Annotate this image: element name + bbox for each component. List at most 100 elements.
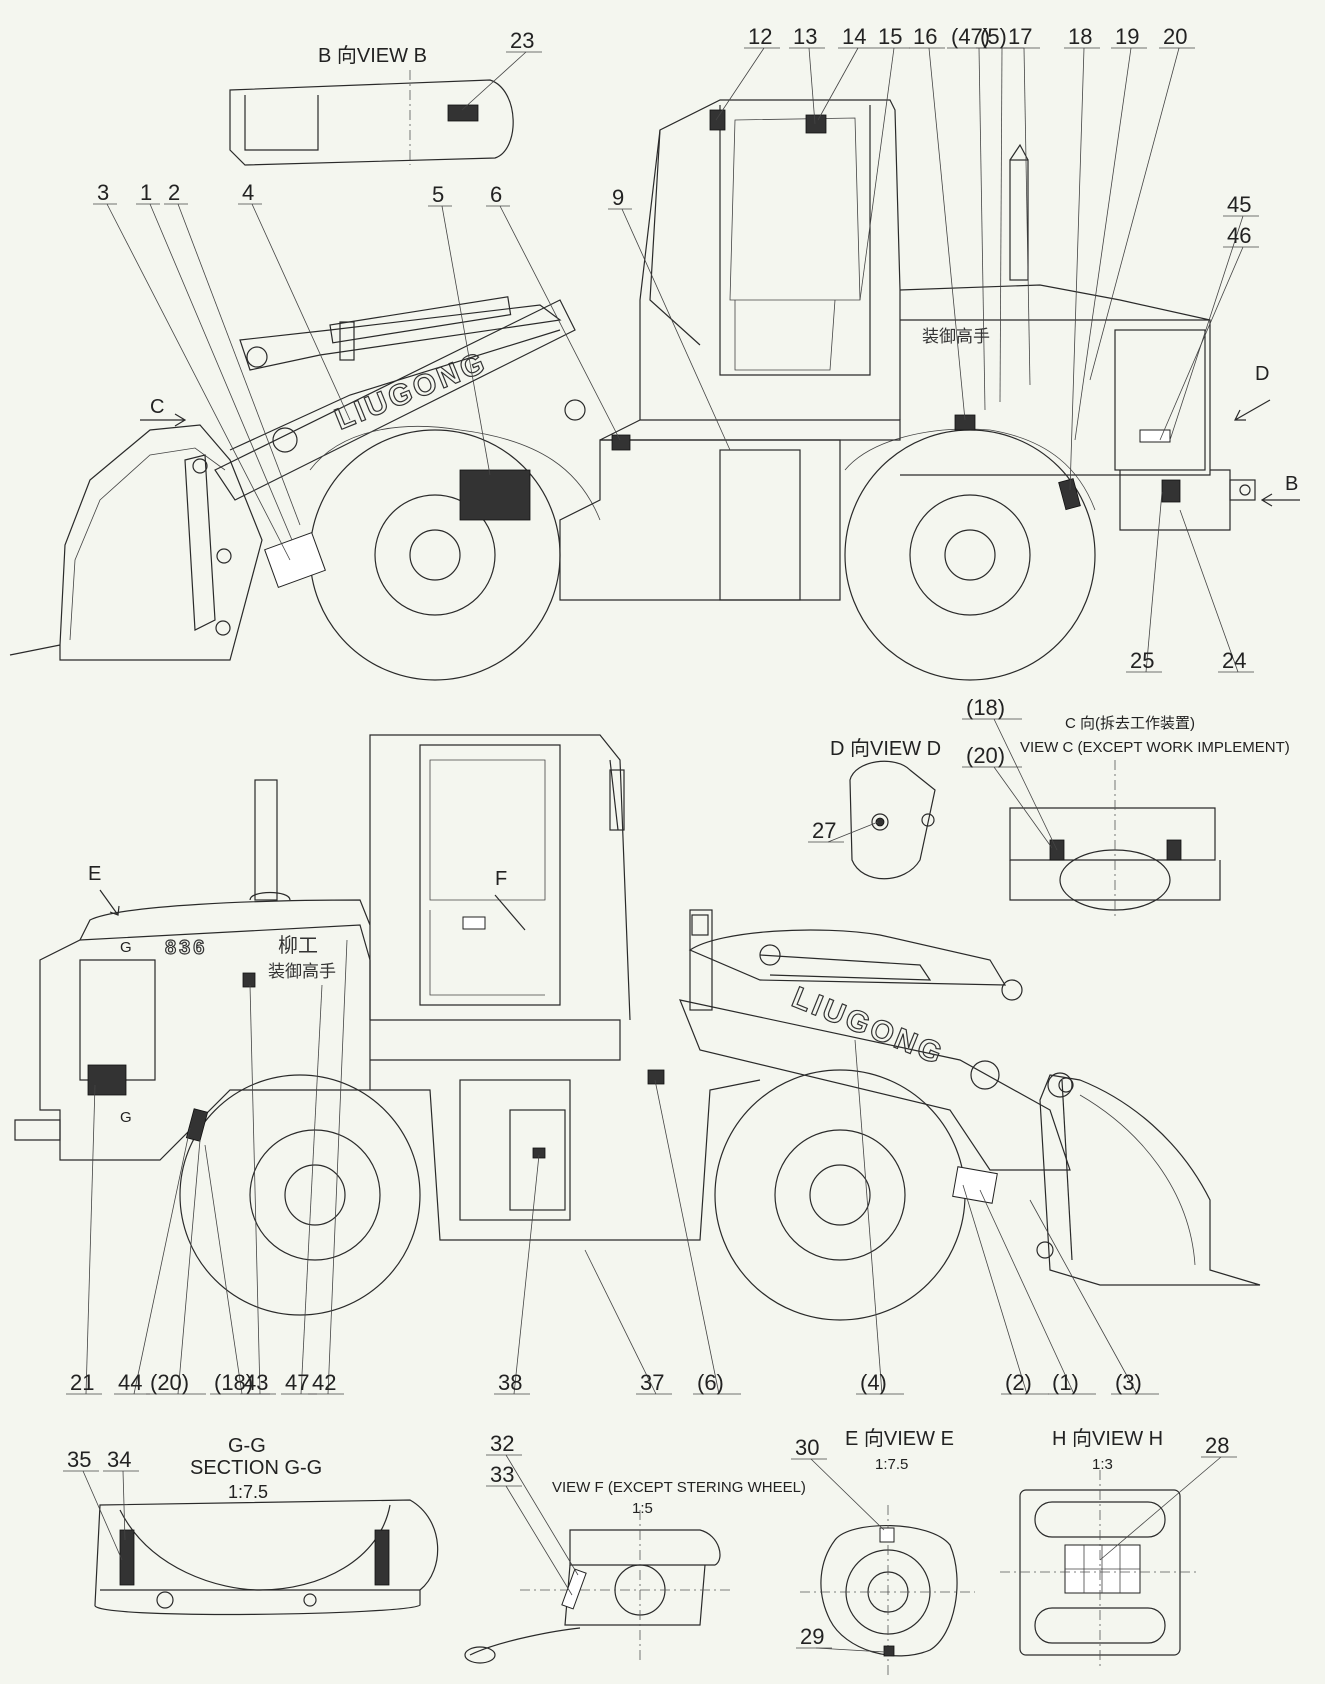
lower-slogan: 装御高手: [268, 962, 336, 982]
callout-p1p: (1): [979, 1189, 1096, 1395]
callout-label: 30: [795, 1435, 819, 1460]
decal-18: [1058, 478, 1081, 511]
callout-label: 1: [140, 180, 152, 205]
decal-view-c-20: [1166, 839, 1182, 861]
callout-30: 30: [791, 1435, 885, 1531]
callout-1: 1: [136, 180, 293, 541]
decal-32-33: [561, 1568, 587, 1610]
view-e-scale: 1:7.5: [875, 1456, 908, 1473]
view-h-title: H 向VIEW H: [1052, 1427, 1163, 1450]
callout-p4p: (4): [854, 1039, 904, 1395]
callout-label: 43: [244, 1370, 268, 1395]
callout-label: 3: [97, 180, 109, 205]
marker-c: C: [150, 396, 164, 418]
callout-label: 25: [1130, 648, 1154, 673]
callout-label: 21: [70, 1370, 94, 1395]
lower-loader-drawing: [14, 734, 1261, 1321]
callout-label: 46: [1227, 223, 1251, 248]
callout-label: 32: [490, 1431, 514, 1456]
decal-13: [805, 114, 827, 134]
callout-4: 4: [238, 180, 351, 421]
view-c-title-cn: C 向(拆去工作装置): [1065, 715, 1195, 732]
callout-label: 34: [107, 1447, 131, 1472]
view-h-drawing: [1000, 1470, 1200, 1670]
decal-6-lower: [647, 1069, 665, 1085]
lower-boom: [679, 999, 1071, 1171]
callout-p18p: (18): [962, 695, 1058, 851]
callout-label: (4): [860, 1370, 887, 1395]
decal-lower-1-2-3: [952, 1166, 998, 1204]
callout-p2p: (2): [962, 1184, 1049, 1395]
callout-label: (18): [214, 1370, 253, 1395]
callout-p20p: (20): [962, 743, 1053, 849]
callout-16: 16: [909, 24, 966, 421]
callout-label: 6: [490, 182, 502, 207]
callout-44: 44: [114, 1127, 191, 1395]
decal-12: [709, 109, 726, 131]
view-h-scale: 1:3: [1092, 1456, 1113, 1473]
decal-6: [611, 434, 631, 451]
callout-label: 35: [67, 1447, 91, 1472]
view-f-drawing: [464, 1510, 730, 1664]
view-b-drawing: [229, 70, 514, 166]
callout-47: 47: [281, 984, 323, 1395]
decal-1-2-3: [264, 532, 326, 588]
callout-p20p: (20): [146, 1139, 206, 1395]
callout-37: 37: [584, 1249, 672, 1395]
upper-engine-hood: [899, 284, 1211, 476]
decal-44: [185, 1108, 209, 1142]
lower-brand-text: LIUGONG: [787, 981, 949, 1072]
callout-27: 27: [808, 818, 879, 843]
callout-13: 13: [789, 24, 825, 125]
view-f-scale: 1:5: [632, 1500, 653, 1517]
callout-label: 17: [1008, 24, 1032, 49]
callout-label: (18): [966, 695, 1005, 720]
callout-p5p: (5): [976, 24, 1024, 403]
callout-2: 2: [164, 180, 301, 526]
decal-16: [954, 414, 976, 431]
callout-15: 15: [859, 24, 910, 301]
marker-b: B: [1285, 473, 1298, 495]
callout-label: 14: [842, 24, 866, 49]
marker-d: D: [1255, 363, 1269, 385]
callout-label: 20: [1163, 24, 1187, 49]
callout-12: 12: [715, 24, 780, 121]
decal-gg-right: [374, 1529, 390, 1586]
callout-label: 9: [612, 185, 624, 210]
view-f-title: VIEW F (EXCEPT STERING WHEEL): [552, 1479, 806, 1496]
upper-boom: [214, 299, 576, 501]
callout-label: (20): [966, 743, 1005, 768]
callout-21: 21: [66, 1084, 102, 1395]
callout-label: 47: [285, 1370, 309, 1395]
callout-label: 44: [118, 1370, 142, 1395]
lower-model-text: 836: [165, 937, 207, 959]
callout-label: 15: [878, 24, 902, 49]
callout-label: 19: [1115, 24, 1139, 49]
callout-34: 34: [103, 1447, 139, 1541]
callout-label: (1): [1052, 1370, 1079, 1395]
callout-25: 25: [1126, 491, 1163, 673]
decal-25: [1161, 479, 1181, 503]
callout-label: (47): [951, 24, 990, 49]
callout-6: 6: [486, 182, 621, 441]
callout-28: 28: [1099, 1433, 1237, 1561]
decal-29: [883, 1645, 895, 1657]
lower-rear-wheel: [179, 1074, 421, 1316]
callout-14: 14: [817, 24, 874, 121]
section-gg-title: SECTION G-G: [190, 1457, 322, 1479]
view-d-title: D 向VIEW D: [830, 737, 941, 760]
callout-33: 33: [486, 1462, 573, 1596]
callout-label: 18: [1068, 24, 1092, 49]
view-e-title: E 向VIEW E: [845, 1427, 954, 1450]
view-d-drawing: [849, 760, 936, 880]
lower-front-wheel: [714, 1069, 966, 1321]
view-c-drawing: [1009, 760, 1221, 920]
upper-bucket: [9, 424, 263, 661]
callout-label: 24: [1222, 648, 1246, 673]
lower-cab: [369, 734, 631, 1021]
callout-23: 23: [461, 28, 542, 111]
callout-p47p: (47): [947, 24, 1007, 411]
upper-loader-drawing: [9, 99, 1256, 681]
callout-p18p: (18): [204, 1144, 270, 1395]
